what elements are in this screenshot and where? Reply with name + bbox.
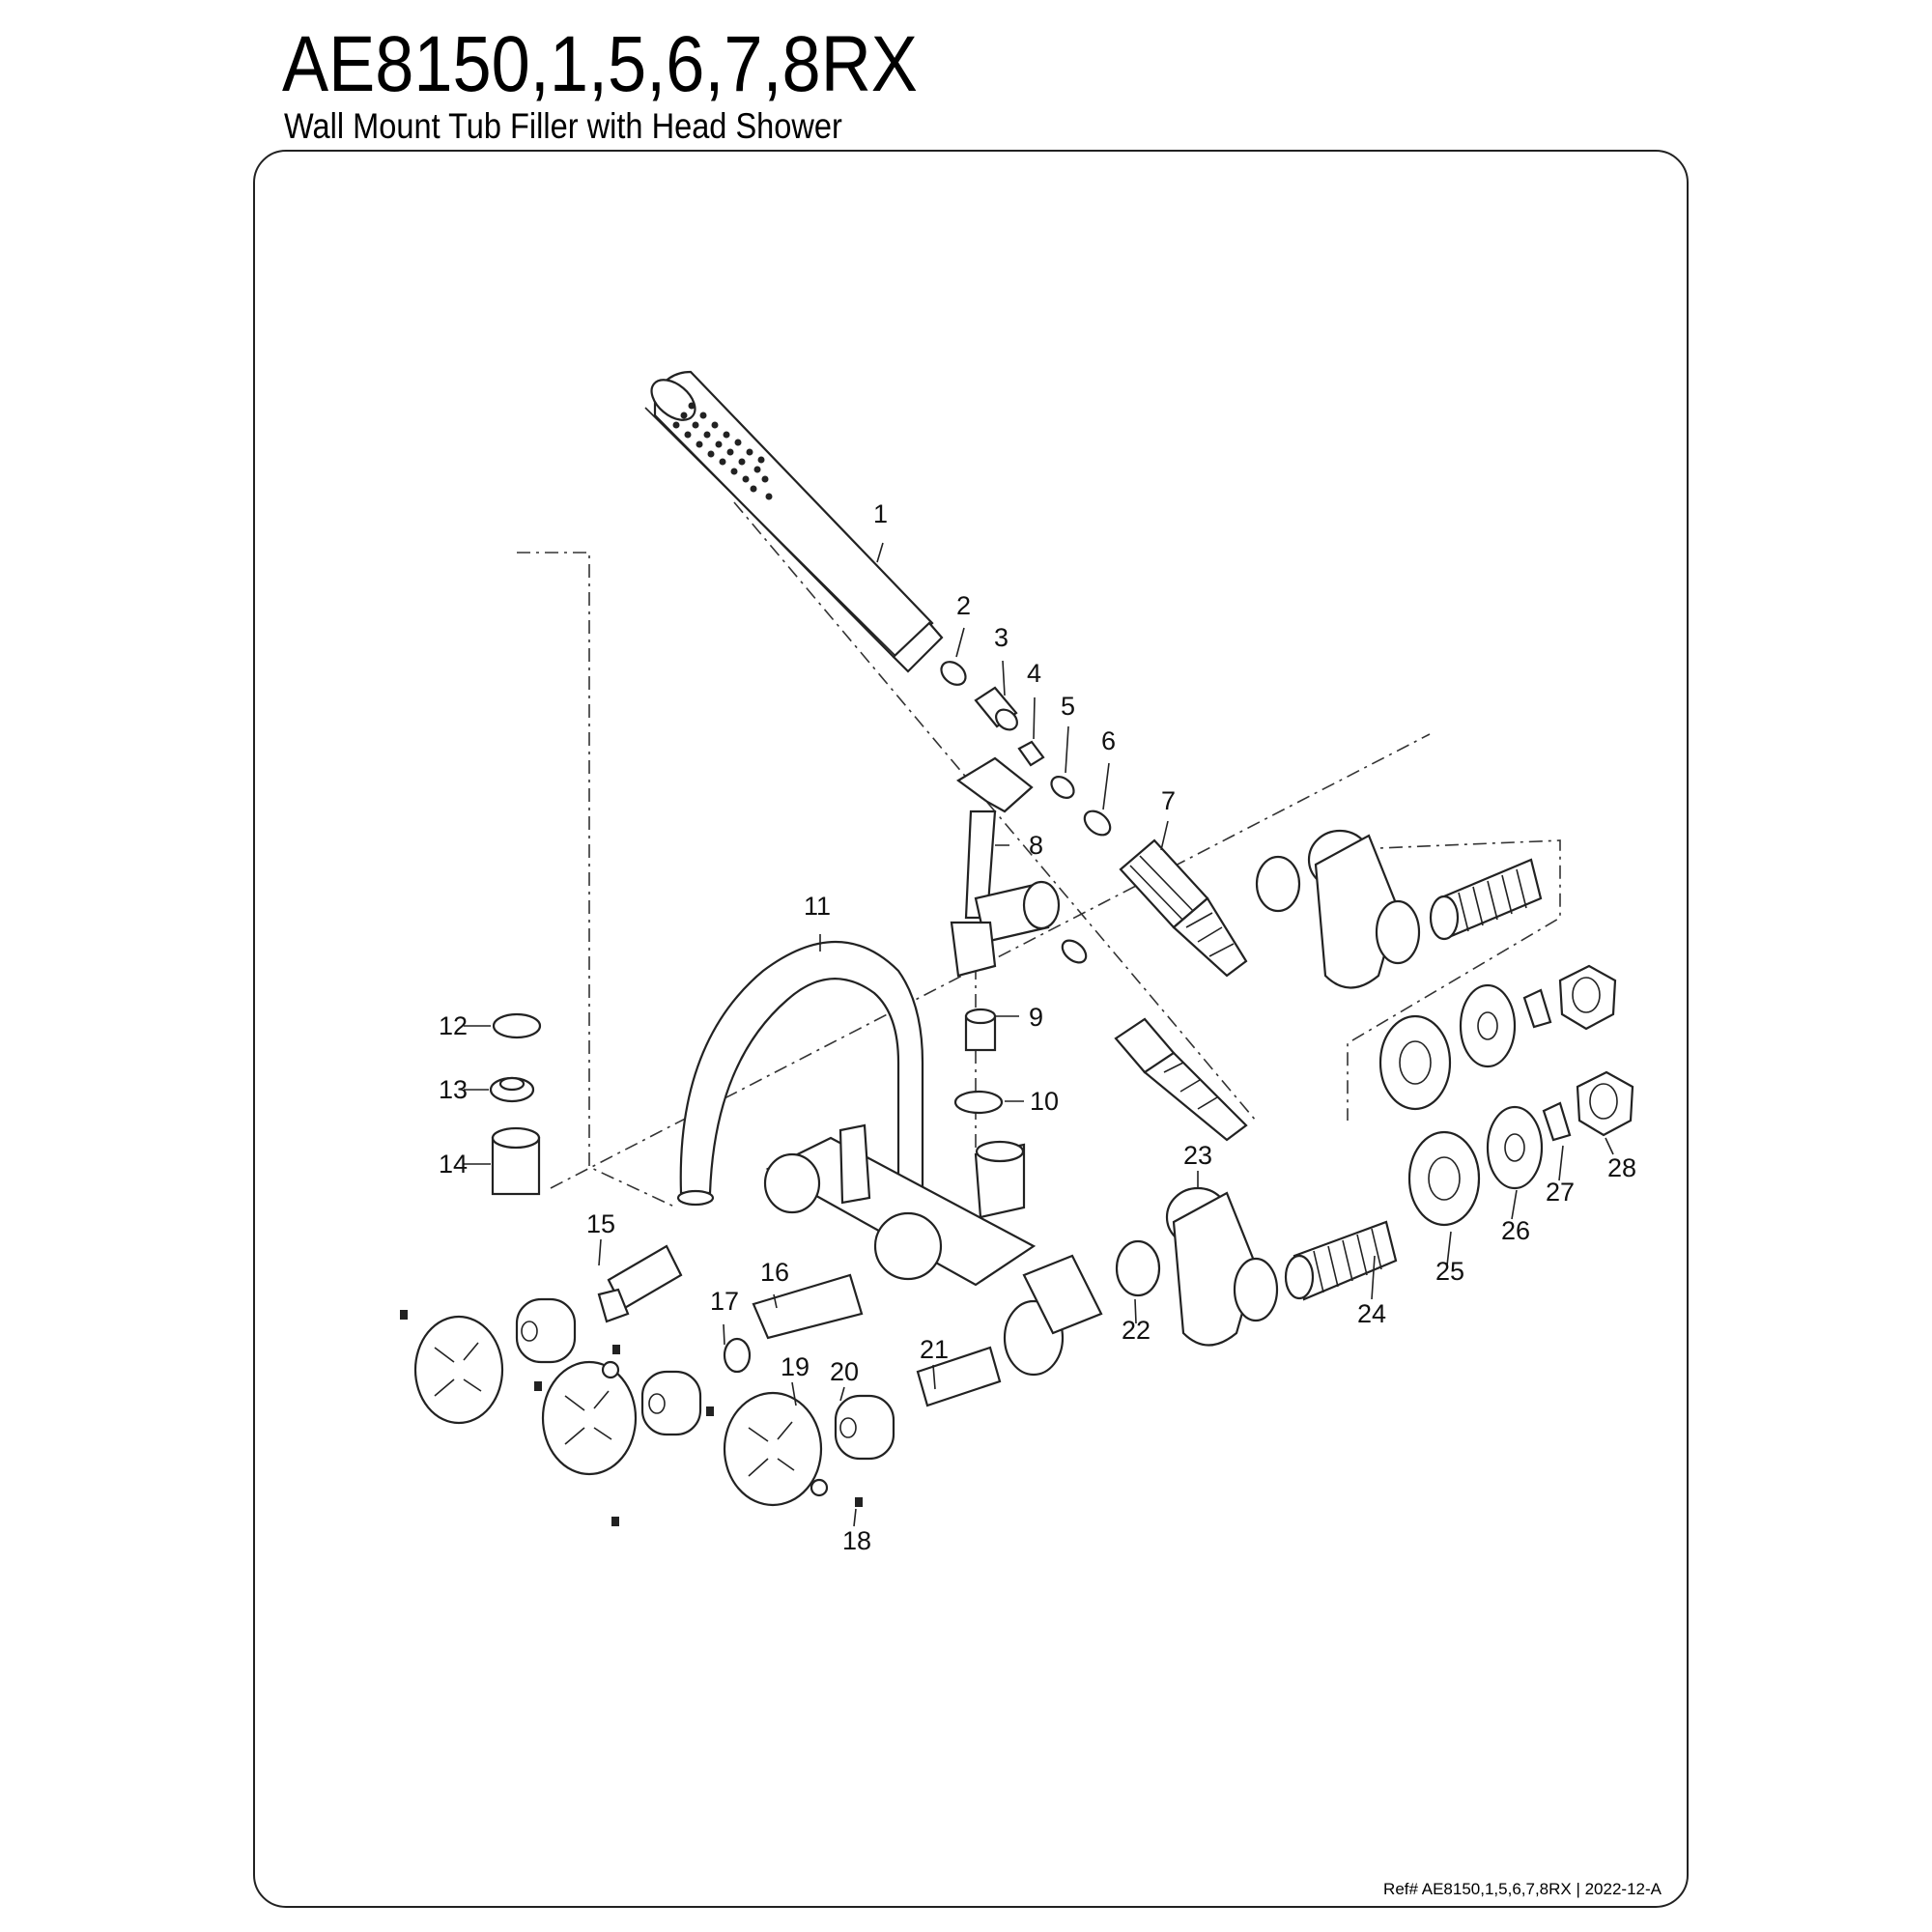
- label-26: 26: [1501, 1216, 1530, 1245]
- label-15: 15: [586, 1209, 615, 1238]
- washer-holder-a: [1061, 939, 1088, 964]
- hand-shower-holder-8: [950, 756, 1061, 978]
- washer-26: [1486, 1105, 1544, 1190]
- wall-flange-23: [1165, 1186, 1279, 1347]
- label-25: 25: [1435, 1257, 1464, 1286]
- label-6: 6: [1101, 726, 1116, 755]
- aerator-13: [489, 1076, 535, 1103]
- label-12: 12: [439, 1011, 468, 1040]
- label-11: 11: [804, 892, 831, 921]
- filter-5: [1050, 776, 1075, 799]
- cartridge-16: [752, 1273, 864, 1340]
- nut-upper: [1558, 964, 1617, 1031]
- connector-3: [974, 686, 1018, 731]
- label-18: 18: [842, 1526, 871, 1555]
- hose-end-7: [1119, 838, 1248, 978]
- washer-10: [953, 1090, 1004, 1115]
- label-17: 17: [710, 1287, 739, 1316]
- label-7: 7: [1161, 786, 1176, 815]
- label-23: 23: [1183, 1141, 1212, 1170]
- threaded-nipple-24: [1284, 1220, 1398, 1301]
- hand-shower: [644, 370, 944, 673]
- axis-spout-aerator: [517, 552, 677, 1208]
- axis-right-bracket: [1332, 839, 1561, 1121]
- label-8: 8: [1029, 831, 1043, 860]
- handle-19: [723, 1391, 829, 1507]
- cartridge-15: [597, 1244, 683, 1323]
- spout-11: [676, 940, 924, 1209]
- label-14: 14: [439, 1150, 468, 1179]
- label-1: 1: [873, 499, 888, 528]
- label-27: 27: [1546, 1178, 1575, 1207]
- valve-body: [763, 1123, 1103, 1377]
- washer-2: [940, 661, 967, 686]
- sleeve-left: [515, 1297, 577, 1364]
- label-3: 3: [994, 623, 1009, 652]
- label-19: 19: [781, 1352, 810, 1381]
- threaded-nipple-upper: [1429, 858, 1543, 941]
- set-screws-18: [400, 1310, 863, 1526]
- washer-17: [723, 1337, 752, 1374]
- label-20: 20: [830, 1357, 859, 1386]
- nut-28: [1576, 1070, 1634, 1137]
- cartridge-21: [916, 1346, 1002, 1407]
- model-title: AE8150,1,5,6,7,8RX: [282, 20, 918, 108]
- washer-22: [1115, 1239, 1161, 1297]
- escutcheon-upper: [1378, 1014, 1452, 1111]
- aerator-housing-14: [491, 1126, 541, 1196]
- washer-upper-2: [1459, 983, 1517, 1068]
- check-valve-4: [1017, 740, 1045, 767]
- filter-9: [964, 1008, 997, 1052]
- ferrule-upper: [1522, 988, 1552, 1029]
- label-4: 4: [1027, 659, 1041, 688]
- label-2: 2: [956, 591, 971, 620]
- axis-main: [550, 733, 1431, 1189]
- ferrule-27: [1542, 1101, 1572, 1142]
- diagram-frame: [253, 150, 1689, 1908]
- handle-left: [413, 1315, 504, 1425]
- diagram-subtitle: Wall Mount Tub Filler with Head Shower: [284, 106, 842, 146]
- escutcheon-25: [1407, 1130, 1481, 1227]
- label-5: 5: [1061, 692, 1075, 721]
- washer-12: [492, 1012, 542, 1039]
- label-10: 10: [1030, 1087, 1059, 1116]
- wall-flange-upper: [1307, 829, 1421, 989]
- label-16: 16: [760, 1258, 789, 1287]
- label-9: 9: [1029, 1003, 1043, 1032]
- label-24: 24: [1357, 1299, 1386, 1328]
- label-13: 13: [439, 1075, 468, 1104]
- washer-6: [1083, 810, 1112, 837]
- label-28: 28: [1607, 1153, 1636, 1182]
- washer-upper: [1255, 855, 1301, 913]
- label-21: 21: [920, 1335, 949, 1364]
- handle-mid: [541, 1360, 638, 1476]
- label-22: 22: [1122, 1316, 1151, 1345]
- sleeve-mid: [640, 1370, 702, 1436]
- sleeve-20: [834, 1394, 895, 1461]
- reference-code: Ref# AE8150,1,5,6,7,8RX | 2022-12-A: [1383, 1880, 1662, 1898]
- hose-end-b: [1114, 1017, 1248, 1142]
